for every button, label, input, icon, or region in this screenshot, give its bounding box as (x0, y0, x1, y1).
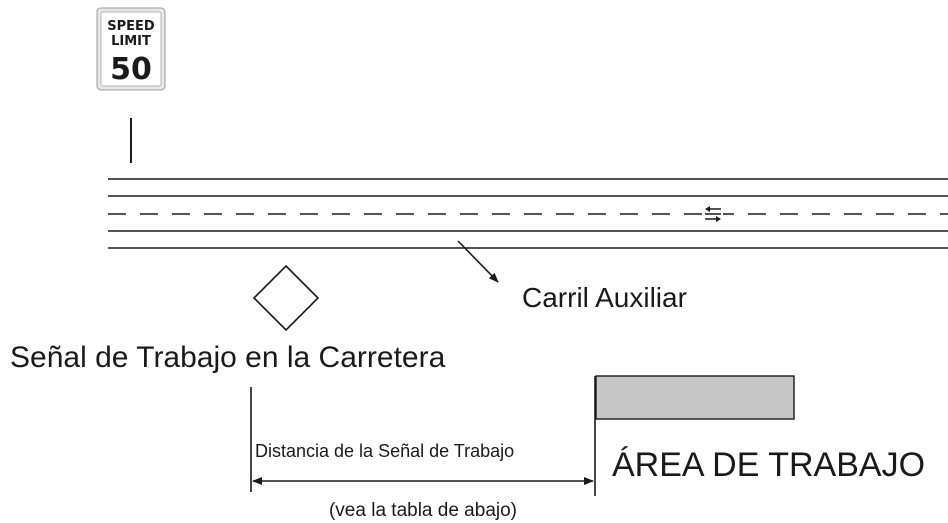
work-area-block (595, 375, 795, 420)
roadway (108, 178, 948, 249)
work-zone-sign-label: Señal de Trabajo en la Carretera (10, 341, 446, 374)
two-way-arrows-icon (703, 204, 723, 224)
speed-sign-line1: SPEED (107, 19, 155, 34)
sign-distance-label: Distancia de la Señal de Trabajo (255, 441, 514, 461)
road-work-diamond-sign (252, 264, 320, 332)
speed-sign-value: 50 (110, 52, 152, 87)
auxiliary-lane-arrow (457, 240, 499, 283)
see-table-label: (vea la tabla de abajo) (329, 500, 517, 521)
speed-limit-sign: SPEED LIMIT 50 (96, 7, 166, 91)
speed-sign-line2: LIMIT (111, 34, 151, 49)
work-area-label: ÁREA DE TRABAJO (612, 446, 925, 484)
auxiliary-lane-label: Carril Auxiliar (522, 282, 687, 313)
